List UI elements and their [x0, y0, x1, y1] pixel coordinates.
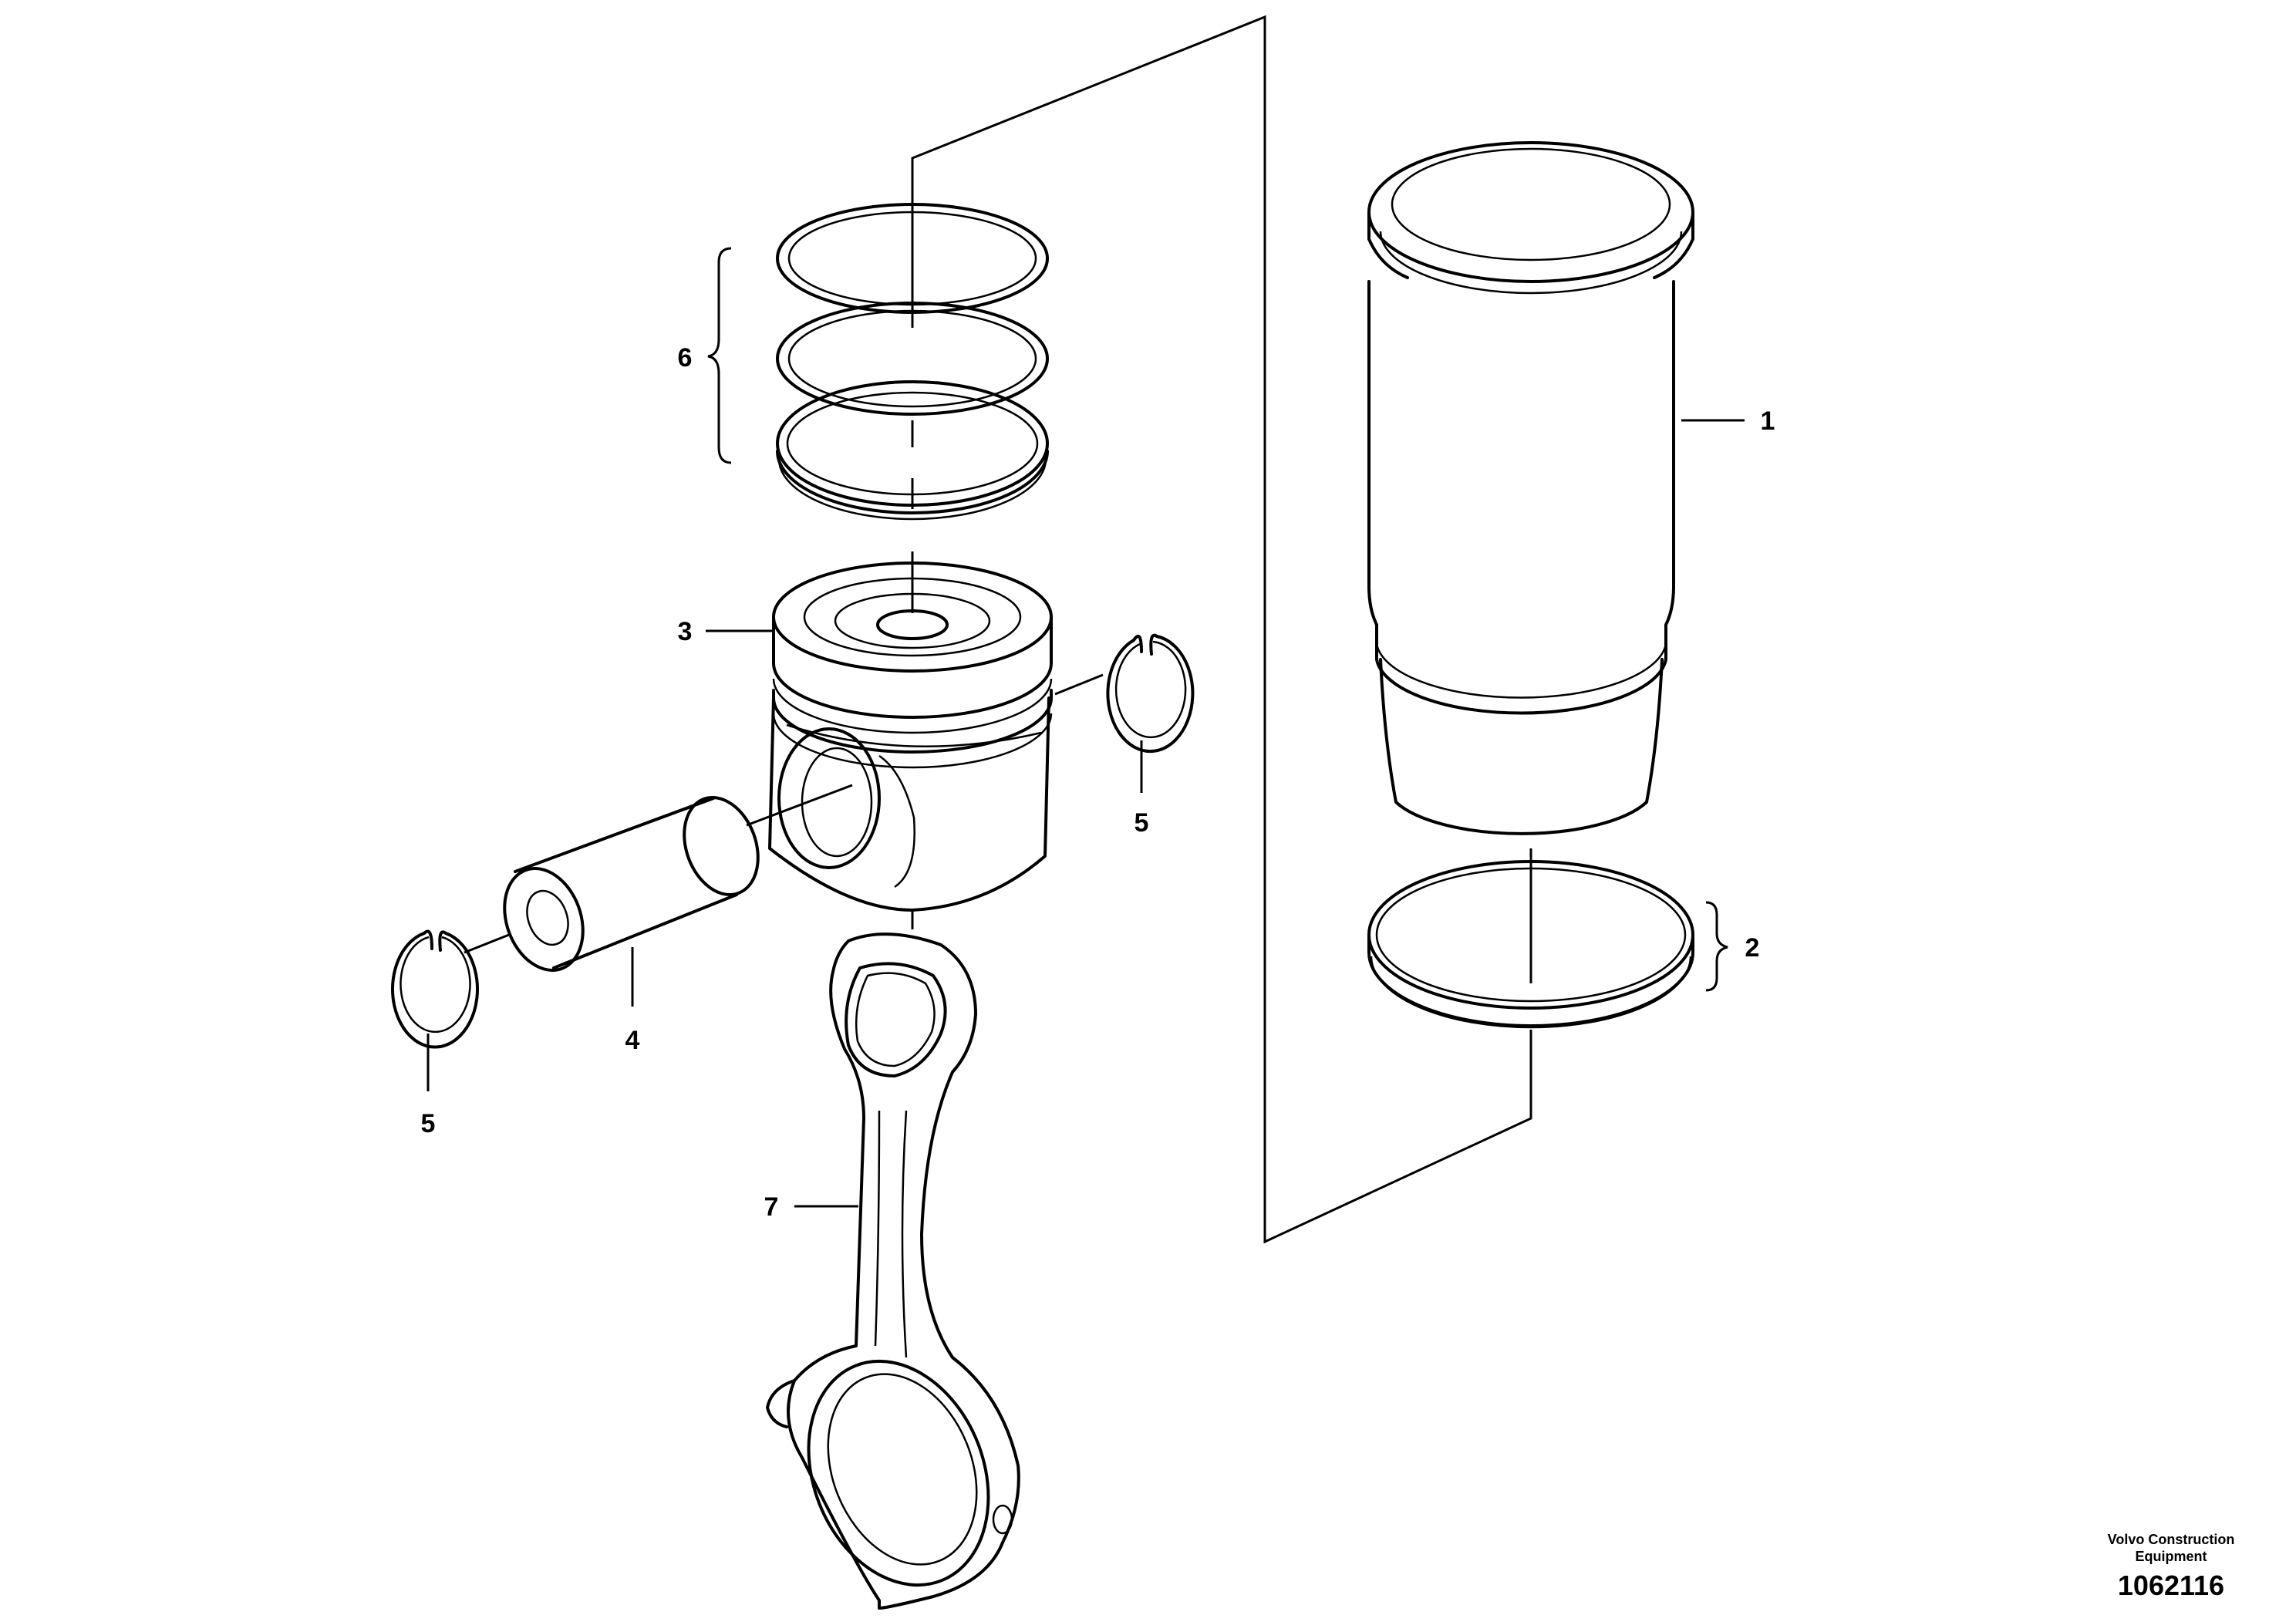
drawing-number: 1062116: [2117, 1570, 2225, 1601]
callout-leaders: [426, 419, 1745, 1208]
liner-seal-rings: [1367, 860, 1694, 1029]
callout-6: 6: [678, 343, 693, 373]
callout-1: 1: [1761, 406, 1775, 436]
circlip-left: [391, 929, 510, 1049]
cylinder-liner: [1367, 141, 1694, 835]
piston-ring-set: [776, 203, 1049, 521]
brace-2: [1705, 901, 1728, 992]
connecting-rod: [766, 932, 1020, 1610]
brace-6: [707, 247, 732, 464]
callout-7: 7: [764, 1192, 779, 1222]
callout-5-left: 5: [421, 1109, 436, 1138]
assembly-axis-lines: [911, 15, 1532, 1244]
piston-pin: [503, 784, 853, 972]
callout-4: 4: [625, 1026, 640, 1055]
publisher-label: Volvo Construction Equipment: [2107, 1532, 2235, 1564]
callout-3: 3: [678, 617, 693, 646]
callout-5-right: 5: [1135, 808, 1149, 838]
piston: [768, 561, 1053, 912]
circlip-right: [1054, 633, 1195, 754]
callout-2: 2: [1745, 933, 1760, 963]
